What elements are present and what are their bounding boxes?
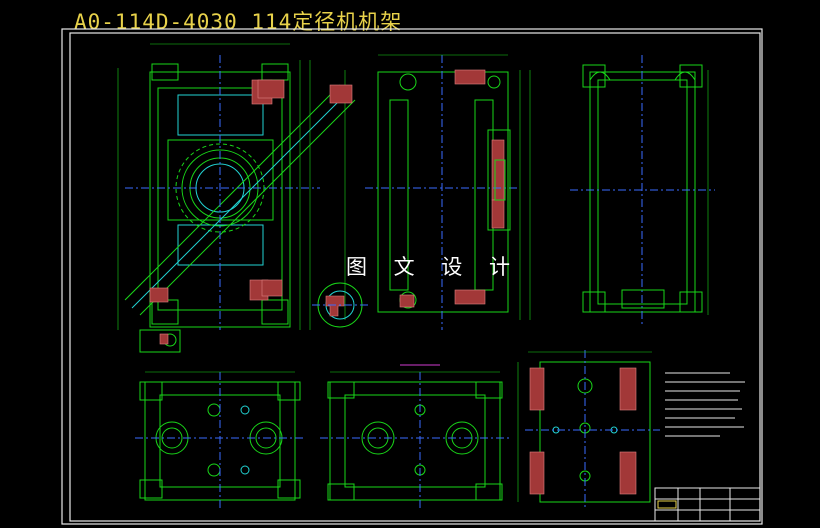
view-bottom-left	[135, 371, 305, 508]
view-front-circle	[117, 43, 356, 353]
inner-border	[69, 32, 761, 522]
technical-notes	[665, 372, 745, 437]
view-right-elevation	[570, 55, 715, 325]
view-side	[257, 54, 531, 330]
drawing-title: A0-114D-4030 114定径机机架	[74, 10, 403, 34]
title-block	[654, 487, 761, 522]
detail-round-section	[312, 282, 370, 328]
watermark-text: 图 文 设 计	[346, 255, 521, 279]
view-bottom-center	[320, 364, 510, 508]
sheet-border	[61, 28, 763, 525]
view-section-e-e	[517, 350, 660, 510]
